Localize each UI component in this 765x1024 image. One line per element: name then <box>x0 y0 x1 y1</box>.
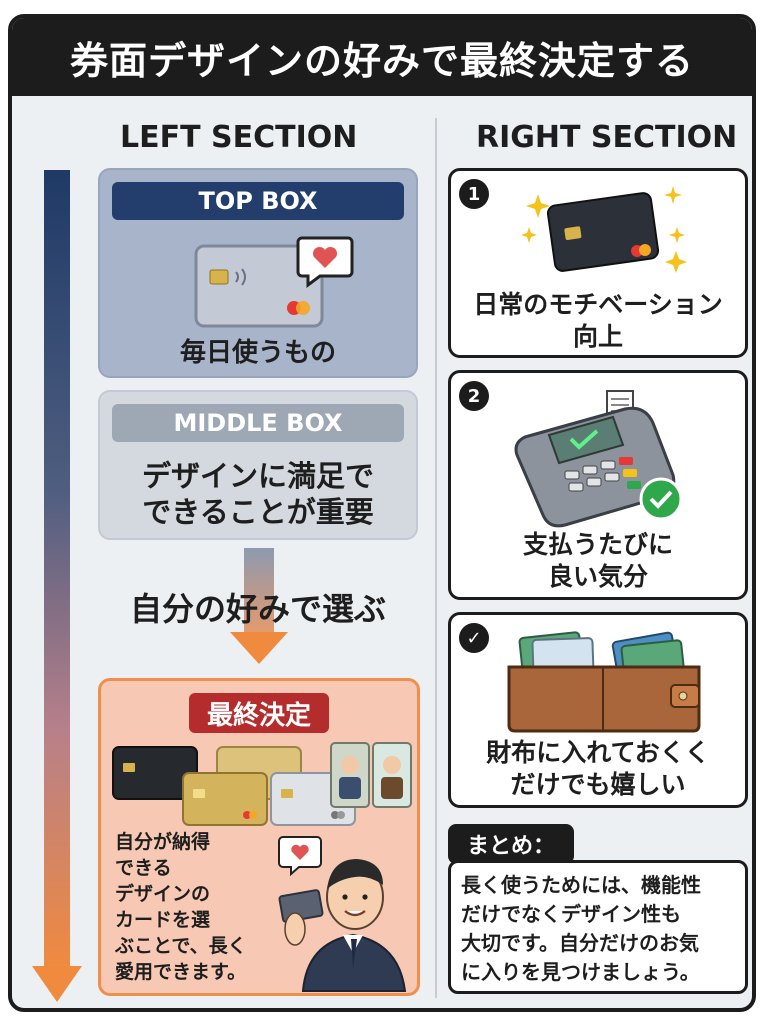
choose-arrow-shaft <box>244 548 274 638</box>
sparkling-credit-card-icon <box>521 186 687 273</box>
choose-arrow-head <box>230 632 288 664</box>
choose-text: 自分の好みで選ぶ <box>129 590 386 628</box>
benefit-card-wallet: ✓ 財布に入れておくく だけでも嬉しい <box>448 612 748 808</box>
benefit-3-text: 財布に入れておくく だけでも嬉しい <box>486 738 710 799</box>
left-section-title: LEFT SECTION <box>120 120 358 155</box>
payment-terminal-icon <box>514 390 683 528</box>
heart-speech-bubble-icon <box>296 236 354 288</box>
middle-box: MIDDLE BOX デザインに満足で できることが重要 <box>98 390 418 540</box>
benefit-card-payment: 2 支払うたびに 良い気分 <box>448 370 748 600</box>
card-collection-icon <box>112 742 412 826</box>
right-section-title: RIGHT SECTION <box>476 120 738 155</box>
benefit-card-motivation: 1 日常のモチベーション 向上 <box>448 168 748 358</box>
flow-arrow-shaft <box>44 170 70 970</box>
middle-box-caption: デザインに満足で できることが重要 <box>141 459 374 529</box>
step-badge-1: 1 <box>459 179 489 209</box>
final-decision-text: 自分が納得 できる デザインの カードを選 ぶことで、長く 愛用できます。 <box>115 831 247 983</box>
benefit-2-text: 支払うたびに 良い気分 <box>522 530 673 591</box>
summary-label: まとめ： <box>448 824 574 864</box>
page-title: 券面デザインの好みで最終決定する <box>12 18 752 96</box>
final-decision-label: 最終決定 <box>189 693 329 733</box>
credit-card-icon <box>194 244 324 328</box>
top-box-label: TOP BOX <box>112 182 404 220</box>
final-decision-box: 最終決定 自分が納得 できる デザインの カードを選 ぶことで、長く 愛用できま… <box>98 678 420 996</box>
top-box-caption: 毎日使うもの <box>179 338 336 368</box>
businessman-holding-card-illustration <box>278 836 407 992</box>
section-divider <box>435 118 437 998</box>
flow-arrow-head <box>32 966 82 1002</box>
check-badge: ✓ <box>459 623 489 653</box>
summary-text: 長く使うためには、機能性 だけでなくデザイン性も 大切です。自分だけのお気 に入… <box>448 860 748 994</box>
benefit-1-text: 日常のモチベーション 向上 <box>473 290 723 351</box>
infographic-frame: 券面デザインの好みで最終決定する LEFT SECTION RIGHT SECT… <box>8 14 756 1012</box>
top-box: TOP BOX 毎日使うもの <box>98 168 418 378</box>
wallet-with-cards-icon <box>507 631 701 733</box>
middle-box-label: MIDDLE BOX <box>112 404 404 442</box>
step-badge-2: 2 <box>459 381 489 411</box>
